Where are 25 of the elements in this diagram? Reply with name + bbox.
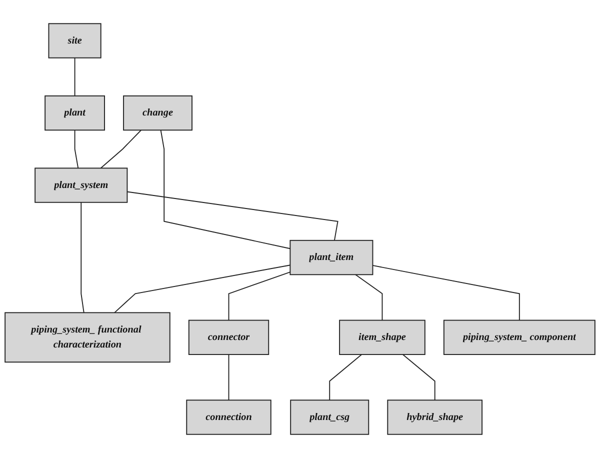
connector xyxy=(355,274,383,321)
node-box: plant xyxy=(44,95,105,131)
connector xyxy=(100,130,142,169)
connector xyxy=(329,354,362,401)
connector xyxy=(80,202,84,314)
connector xyxy=(228,272,291,321)
node-box: site xyxy=(48,23,102,58)
connector xyxy=(74,57,76,96)
node-box: plant_system xyxy=(34,168,128,203)
node-box: connector xyxy=(188,320,270,355)
connector xyxy=(228,354,230,401)
connector xyxy=(126,191,338,241)
node-box: piping_system_ functional characterization xyxy=(4,312,170,363)
node-box: plant_item xyxy=(290,240,374,276)
connector xyxy=(160,130,291,250)
connector xyxy=(74,130,79,169)
node-box: hybrid_shape xyxy=(387,400,483,435)
node-box: connection xyxy=(186,400,272,435)
node-box: plant_csg xyxy=(290,400,370,435)
node-box: item_shape xyxy=(339,320,426,355)
connector xyxy=(372,264,520,321)
connector xyxy=(114,264,291,314)
connector xyxy=(402,354,436,401)
node-box: piping_system_ component xyxy=(443,320,596,355)
node-box: change xyxy=(123,95,192,131)
